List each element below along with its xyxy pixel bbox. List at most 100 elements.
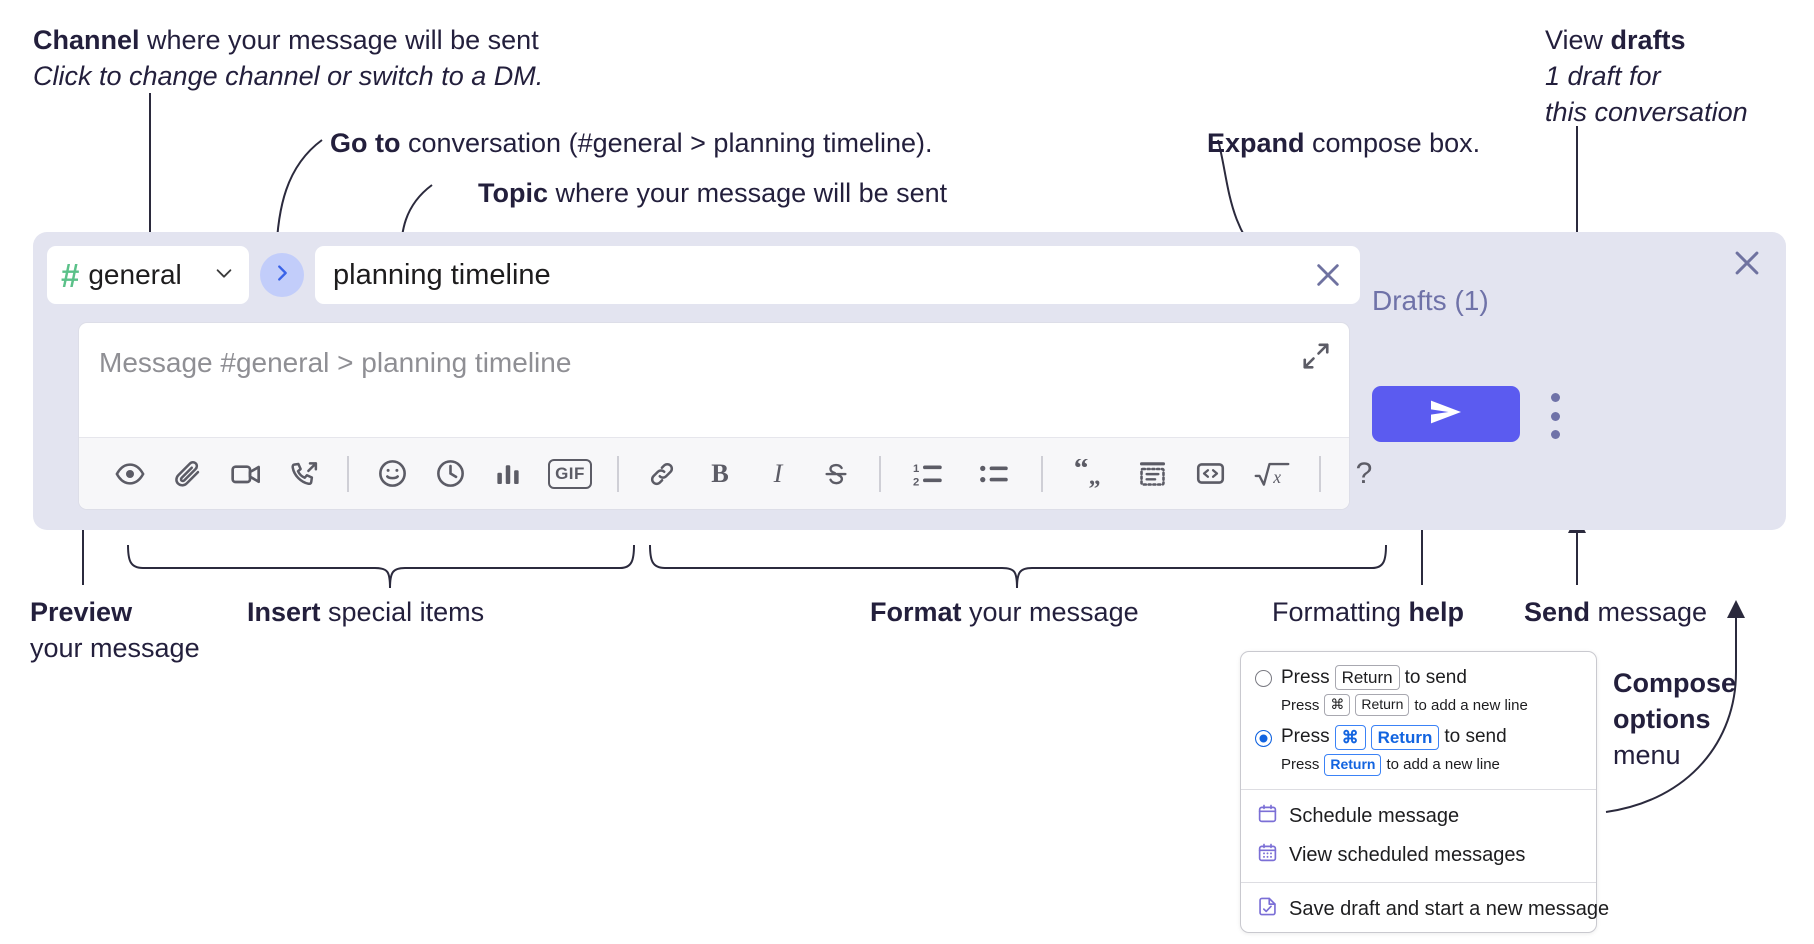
send-button[interactable] (1372, 386, 1520, 442)
annotation-insert: Insert special items (247, 594, 484, 630)
math-sqrt-icon[interactable]: x (1239, 446, 1305, 502)
anno-drafts-italic2: this conversation (1545, 97, 1748, 127)
expand-diagonal-icon[interactable] (1301, 341, 1331, 371)
anno-insert-bold: Insert (247, 597, 321, 627)
anno-format-rest: your message (961, 597, 1139, 627)
anno-drafts-italic1: 1 draft for (1545, 61, 1661, 91)
italic-icon[interactable]: I (749, 446, 807, 502)
anno-topic-bold: Topic (478, 178, 548, 208)
blockquote-icon[interactable]: “ „ (1057, 446, 1123, 502)
annotation-format: Format your message (870, 594, 1139, 630)
help-question-icon[interactable]: ? (1335, 446, 1393, 502)
anno-preview-rest: your message (30, 633, 200, 663)
opt2-sub-tail: to add a new line (1386, 756, 1500, 774)
opt2-sub-press: Press (1281, 756, 1320, 774)
toolbar-divider (879, 455, 881, 492)
svg-text:“: “ (1074, 459, 1089, 485)
annotation-channel: Channel where your message will be sent … (33, 22, 543, 94)
menu-item-view-scheduled[interactable]: View scheduled messages (1241, 836, 1596, 875)
menu-divider (1241, 881, 1596, 883)
anno-co-rest: menu (1613, 740, 1681, 770)
compose-panel: # general planning timeline Message #g (33, 232, 1786, 530)
topic-value: planning timeline (333, 258, 551, 291)
send-paper-plane-icon (1426, 392, 1466, 437)
svg-text:2: 2 (913, 476, 919, 488)
radio-unselected-icon[interactable] (1255, 670, 1272, 687)
opt2-press: Press (1281, 726, 1330, 748)
annotation-preview: Preview your message (30, 594, 200, 666)
close-icon[interactable] (1730, 246, 1764, 280)
phone-forward-icon[interactable] (275, 446, 333, 502)
video-camera-icon[interactable] (217, 446, 275, 502)
more-vertical-icon[interactable] (1543, 393, 1567, 439)
ordered-list-icon[interactable]: 1 2 (895, 446, 961, 502)
opt1-sub-press: Press (1281, 696, 1320, 714)
opt1-key-return: Return (1334, 665, 1400, 691)
strikethrough-icon[interactable] (807, 446, 865, 502)
anno-help-bold: help (1408, 597, 1465, 627)
question-mark-glyph: ? (1355, 456, 1373, 490)
opt2-key-cmd: ⌘ (1334, 724, 1366, 750)
bold-icon[interactable]: B (691, 446, 749, 502)
svg-text:„: „ (1089, 464, 1101, 489)
annotation-drafts: View drafts 1 draft for this conversatio… (1545, 22, 1748, 130)
channel-name: general (88, 259, 182, 290)
send-option-cmd-return-sub: Press Return to add a new line (1241, 750, 1596, 782)
menu-item-label: View scheduled messages (1289, 843, 1526, 866)
calendar-grid-icon (1257, 842, 1278, 869)
chevron-down-icon (213, 262, 235, 289)
menu-item-label: Save draft and start a new message (1289, 897, 1610, 920)
send-option-return-sub: Press ⌘ Return to add a new line (1241, 690, 1596, 722)
anno-send-bold: Send (1524, 597, 1591, 627)
anno-expand-rest: compose box. (1304, 128, 1481, 158)
message-placeholder: Message #general > planning timeline (99, 347, 572, 378)
gif-icon[interactable]: GIF (537, 446, 603, 502)
anno-preview-bold: Preview (30, 597, 133, 627)
drafts-link[interactable]: Drafts (1) (1372, 285, 1489, 316)
anno-help-normal: Formatting (1272, 597, 1409, 627)
toolbar-divider (347, 455, 349, 492)
anno-expand-bold: Expand (1207, 128, 1305, 158)
hash-icon: # (61, 256, 80, 294)
anno-insert-rest: special items (320, 597, 485, 627)
anno-send-rest: message (1590, 597, 1708, 627)
opt1-sub-key-cmd: ⌘ (1324, 694, 1351, 716)
menu-item-schedule-message[interactable]: Schedule message (1241, 797, 1596, 836)
channel-selector[interactable]: # general (47, 246, 249, 304)
menu-item-save-draft[interactable]: Save draft and start a new message (1241, 890, 1609, 932)
send-option-cmd-return[interactable]: Press ⌘ Return to send (1241, 722, 1596, 750)
anno-co-bold2: options (1613, 704, 1711, 734)
opt1-press: Press (1281, 666, 1330, 688)
message-editor[interactable]: Message #general > planning timeline (78, 322, 1372, 510)
code-inline-icon[interactable] (1181, 446, 1239, 502)
attachment-paperclip-icon[interactable] (159, 446, 217, 502)
goto-conversation-button[interactable] (260, 253, 304, 297)
menu-item-label: Schedule message (1289, 804, 1460, 827)
svg-text:x: x (1272, 466, 1281, 486)
anno-channel-italic: Click to change channel or switch to a D… (33, 61, 544, 91)
preview-icon[interactable] (101, 446, 159, 502)
annotation-expand: Expand compose box. (1207, 125, 1480, 161)
opt2-tail: to send (1444, 726, 1507, 748)
anno-channel-bold: Channel (33, 25, 140, 55)
document-check-icon (1257, 896, 1278, 923)
bulleted-list-icon[interactable] (961, 446, 1027, 502)
radio-selected-icon[interactable] (1255, 729, 1272, 747)
opt1-sub-key-return: Return (1355, 694, 1410, 716)
anno-goto-bold: Go to (330, 128, 401, 158)
code-block-icon[interactable] (1123, 446, 1181, 502)
close-icon[interactable] (1312, 259, 1344, 291)
bar-chart-icon[interactable] (479, 446, 537, 502)
send-option-return[interactable]: Press Return to send (1241, 662, 1596, 691)
toolbar-divider (617, 455, 619, 492)
topic-input[interactable]: planning timeline (315, 246, 1360, 304)
toolbar-divider (1319, 455, 1321, 492)
compose-options-menu: Press Return to send Press ⌘ Return to a… (1240, 651, 1609, 933)
emoji-smiley-icon[interactable] (363, 446, 421, 502)
annotation-topic: Topic where your message will be sent (478, 175, 947, 211)
gif-label: GIF (548, 458, 592, 489)
clock-icon[interactable] (421, 446, 479, 502)
link-icon[interactable] (633, 446, 691, 502)
anno-co-bold1: Compose (1613, 668, 1737, 698)
opt1-tail: to send (1404, 666, 1467, 688)
